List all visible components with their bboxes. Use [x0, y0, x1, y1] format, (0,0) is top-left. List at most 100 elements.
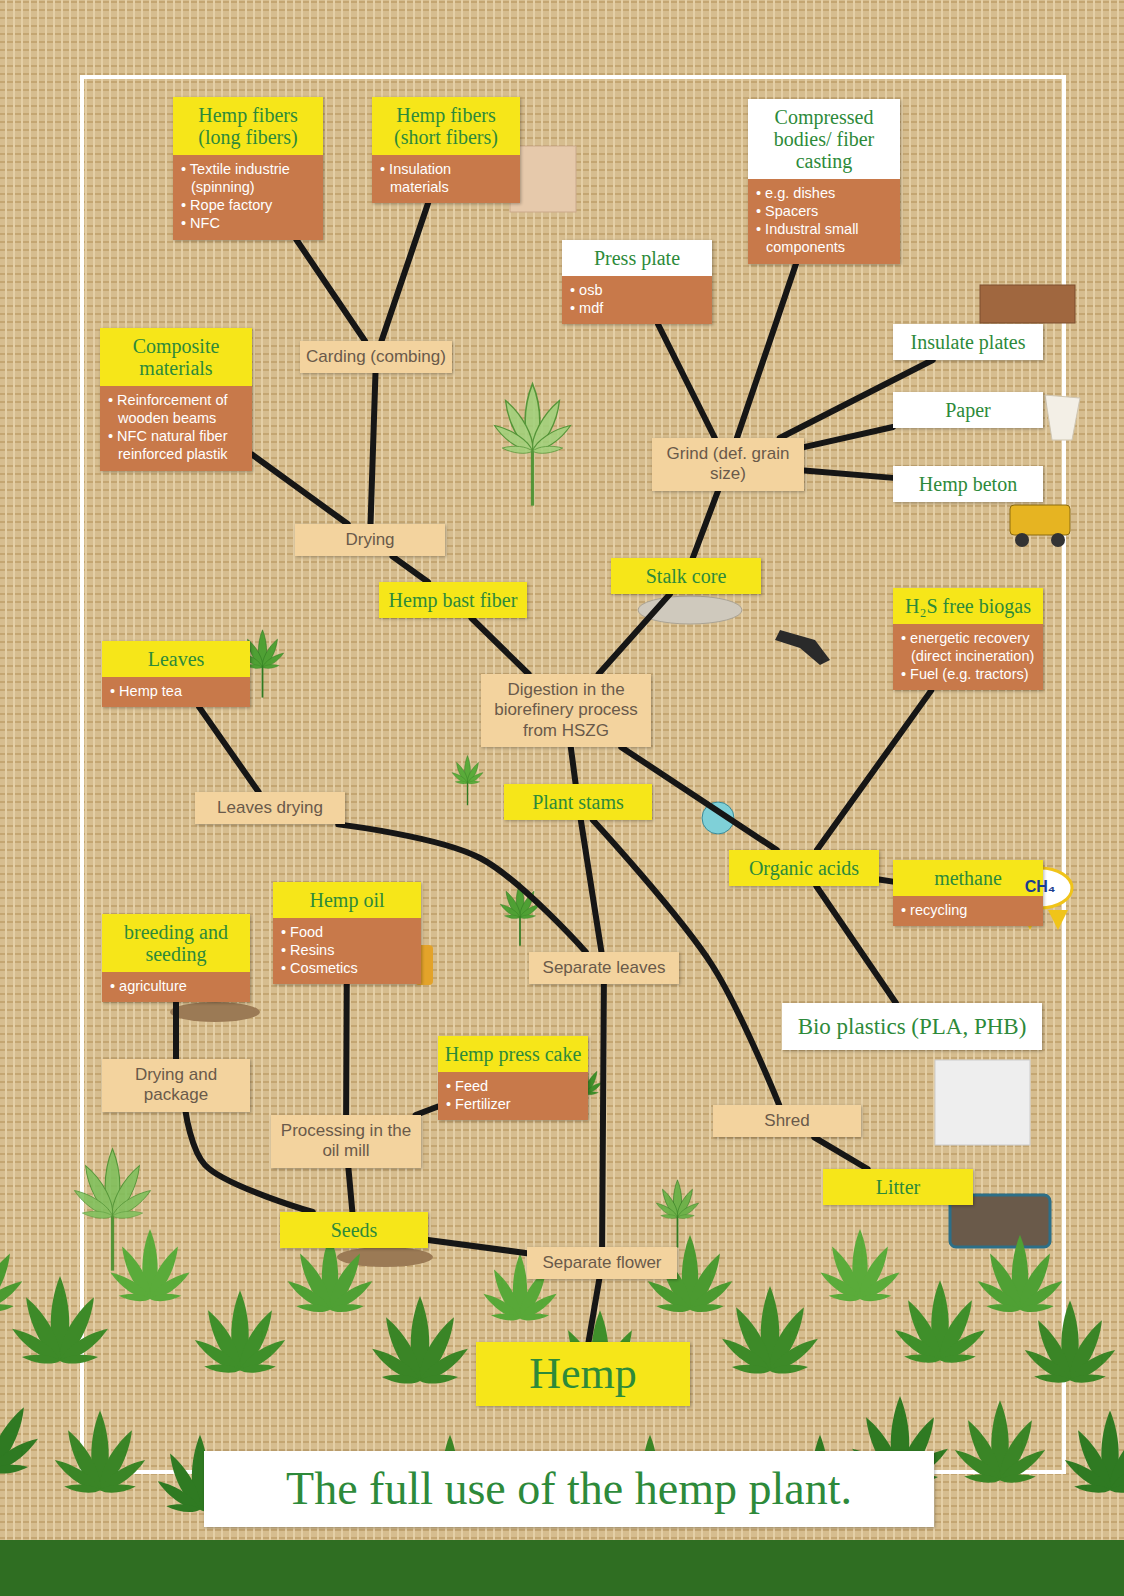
connector: [571, 747, 576, 784]
process-step: Drying: [295, 524, 445, 556]
foliage-leaf: [892, 1280, 989, 1425]
node-heading: Grind (def. grain size): [652, 438, 804, 491]
process-step: Leaves drying: [195, 792, 345, 824]
node-body: • energetic recovery (direct incineratio…: [893, 624, 1043, 690]
foliage-leaf: [1062, 1410, 1124, 1555]
hemp-flower: [655, 1180, 700, 1248]
process-step: Digestion in the biorefinery process fro…: [481, 674, 651, 747]
node-item: • Textile industrie (spinning): [181, 160, 317, 196]
foliage-leaf: [719, 1286, 822, 1440]
node-heading: Processing in the oil mill: [271, 1115, 421, 1168]
connector: [814, 1137, 867, 1169]
node-item: • mdf: [570, 299, 706, 317]
node-heading: Hemp oil: [273, 882, 421, 918]
product-box: Compressed bodies/ fiber casting• e.g. d…: [748, 99, 900, 264]
node-item: • Feed: [446, 1077, 582, 1095]
paper-cup: [1045, 395, 1080, 440]
foliage-leaf: [192, 1290, 289, 1435]
foliage-leaf: [369, 1296, 472, 1450]
connector: [348, 1168, 352, 1212]
node-item: • Reinforcement of wooden beams: [108, 391, 246, 427]
connector: [343, 984, 350, 1115]
product-box: methane • recycling: [893, 860, 1043, 926]
node-heading: Leaves drying: [195, 792, 345, 824]
node-body: • osb• mdf: [562, 276, 712, 324]
node-heading: methane: [893, 860, 1043, 896]
node-item: • Fuel (e.g. tractors): [901, 665, 1037, 683]
connector: [879, 879, 893, 881]
concrete-truck: [1010, 505, 1070, 535]
node-heading: Paper: [893, 392, 1043, 428]
foliage-leaf: [0, 1235, 25, 1370]
process-step: Shred: [713, 1105, 861, 1137]
node-item: • energetic recovery (direct incineratio…: [901, 629, 1037, 665]
truck-wheel: [1051, 533, 1065, 547]
node-item: • NFC: [181, 214, 317, 232]
node-heading: Digestion in the biorefinery process fro…: [481, 674, 651, 747]
hemp-leaf: [499, 883, 541, 946]
product-box: Hemp fibers (long fibers) • Textile indus…: [173, 97, 323, 240]
node-body: • recycling: [893, 896, 1043, 926]
process-step: Separate leaves: [529, 952, 679, 984]
node-heading: Hemp fibers (short fibers): [372, 97, 520, 155]
hemp-leaf: [72, 1149, 154, 1271]
node-item: • Resins: [281, 941, 415, 959]
foliage-leaf: [1022, 1300, 1119, 1445]
node-heading: Stalk core: [611, 558, 761, 594]
formula-label: CH₄: [1013, 878, 1067, 896]
connector: [173, 1002, 179, 1059]
node-body: • Feed• Fertilizer: [438, 1072, 588, 1120]
product-box: Plant stams: [504, 784, 652, 820]
node-heading: Bio plastics (PLA, PHB): [782, 1003, 1042, 1050]
node-item: • Insulation materials: [380, 160, 514, 196]
node-heading: Insulate plates: [893, 324, 1043, 360]
node-heading: Organic acids: [729, 850, 879, 886]
product-box: Press plate• osb• mdf: [562, 240, 712, 324]
node-heading: Hemp fibers (long fibers): [173, 97, 323, 155]
node-body: • Hemp tea: [102, 677, 250, 707]
process-step: Carding (combing): [300, 341, 452, 373]
product-box: Paper: [893, 392, 1043, 428]
connector: [199, 707, 258, 792]
wood-board: [980, 285, 1075, 323]
hemp-sprout: [451, 756, 484, 806]
node-heading: Seeds: [280, 1212, 428, 1248]
hemp-leaf: [492, 384, 574, 506]
connector: [581, 820, 602, 952]
product-box: Stalk core: [611, 558, 761, 594]
connector: [804, 427, 893, 447]
process-step: Grind (def. grain size): [652, 438, 804, 491]
node-body: • Reinforcement of wooden beams• NFC nat…: [100, 386, 252, 471]
node-heading: Separate leaves: [529, 952, 679, 984]
foliage-leaf: [108, 1229, 193, 1355]
node-body: • agriculture: [102, 972, 250, 1002]
product-box: Hemp press cake• Feed• Fertilizer: [438, 1036, 588, 1120]
foliage-leaf: [0, 1386, 41, 1540]
product-box: Seeds: [280, 1212, 428, 1248]
connector: [658, 324, 715, 438]
connector: [252, 454, 348, 524]
node-item: • recycling: [901, 901, 1037, 919]
node-item: • NFC natural fiber reinforced plastik: [108, 427, 246, 463]
node-heading: Composite materials: [100, 328, 252, 386]
product-box: Hemp oil• Food• Resins• Cosmetics: [273, 882, 421, 984]
node-heading: breeding and seeding: [102, 914, 250, 972]
foliage-leaf: [9, 1276, 112, 1430]
root-box: Hemp: [476, 1342, 690, 1406]
cloud-arrow: [1048, 910, 1068, 930]
connector: [296, 240, 365, 342]
connector: [599, 594, 670, 674]
node-heading: Carding (combing): [300, 341, 452, 373]
node-heading: H₂S free biogas: [893, 588, 1043, 624]
connector: [371, 373, 376, 524]
connector: [737, 264, 796, 439]
node-heading: Drying: [295, 524, 445, 556]
product-box: Organic acids: [729, 850, 879, 886]
product-box: H₂S free biogas • energetic recovery (dir…: [893, 588, 1043, 690]
node-heading: Litter: [823, 1169, 973, 1205]
node-heading: Hemp beton: [893, 466, 1043, 502]
node-heading: Separate flower: [527, 1247, 677, 1279]
product-box: Bio plastics (PLA, PHB): [782, 1003, 1042, 1050]
